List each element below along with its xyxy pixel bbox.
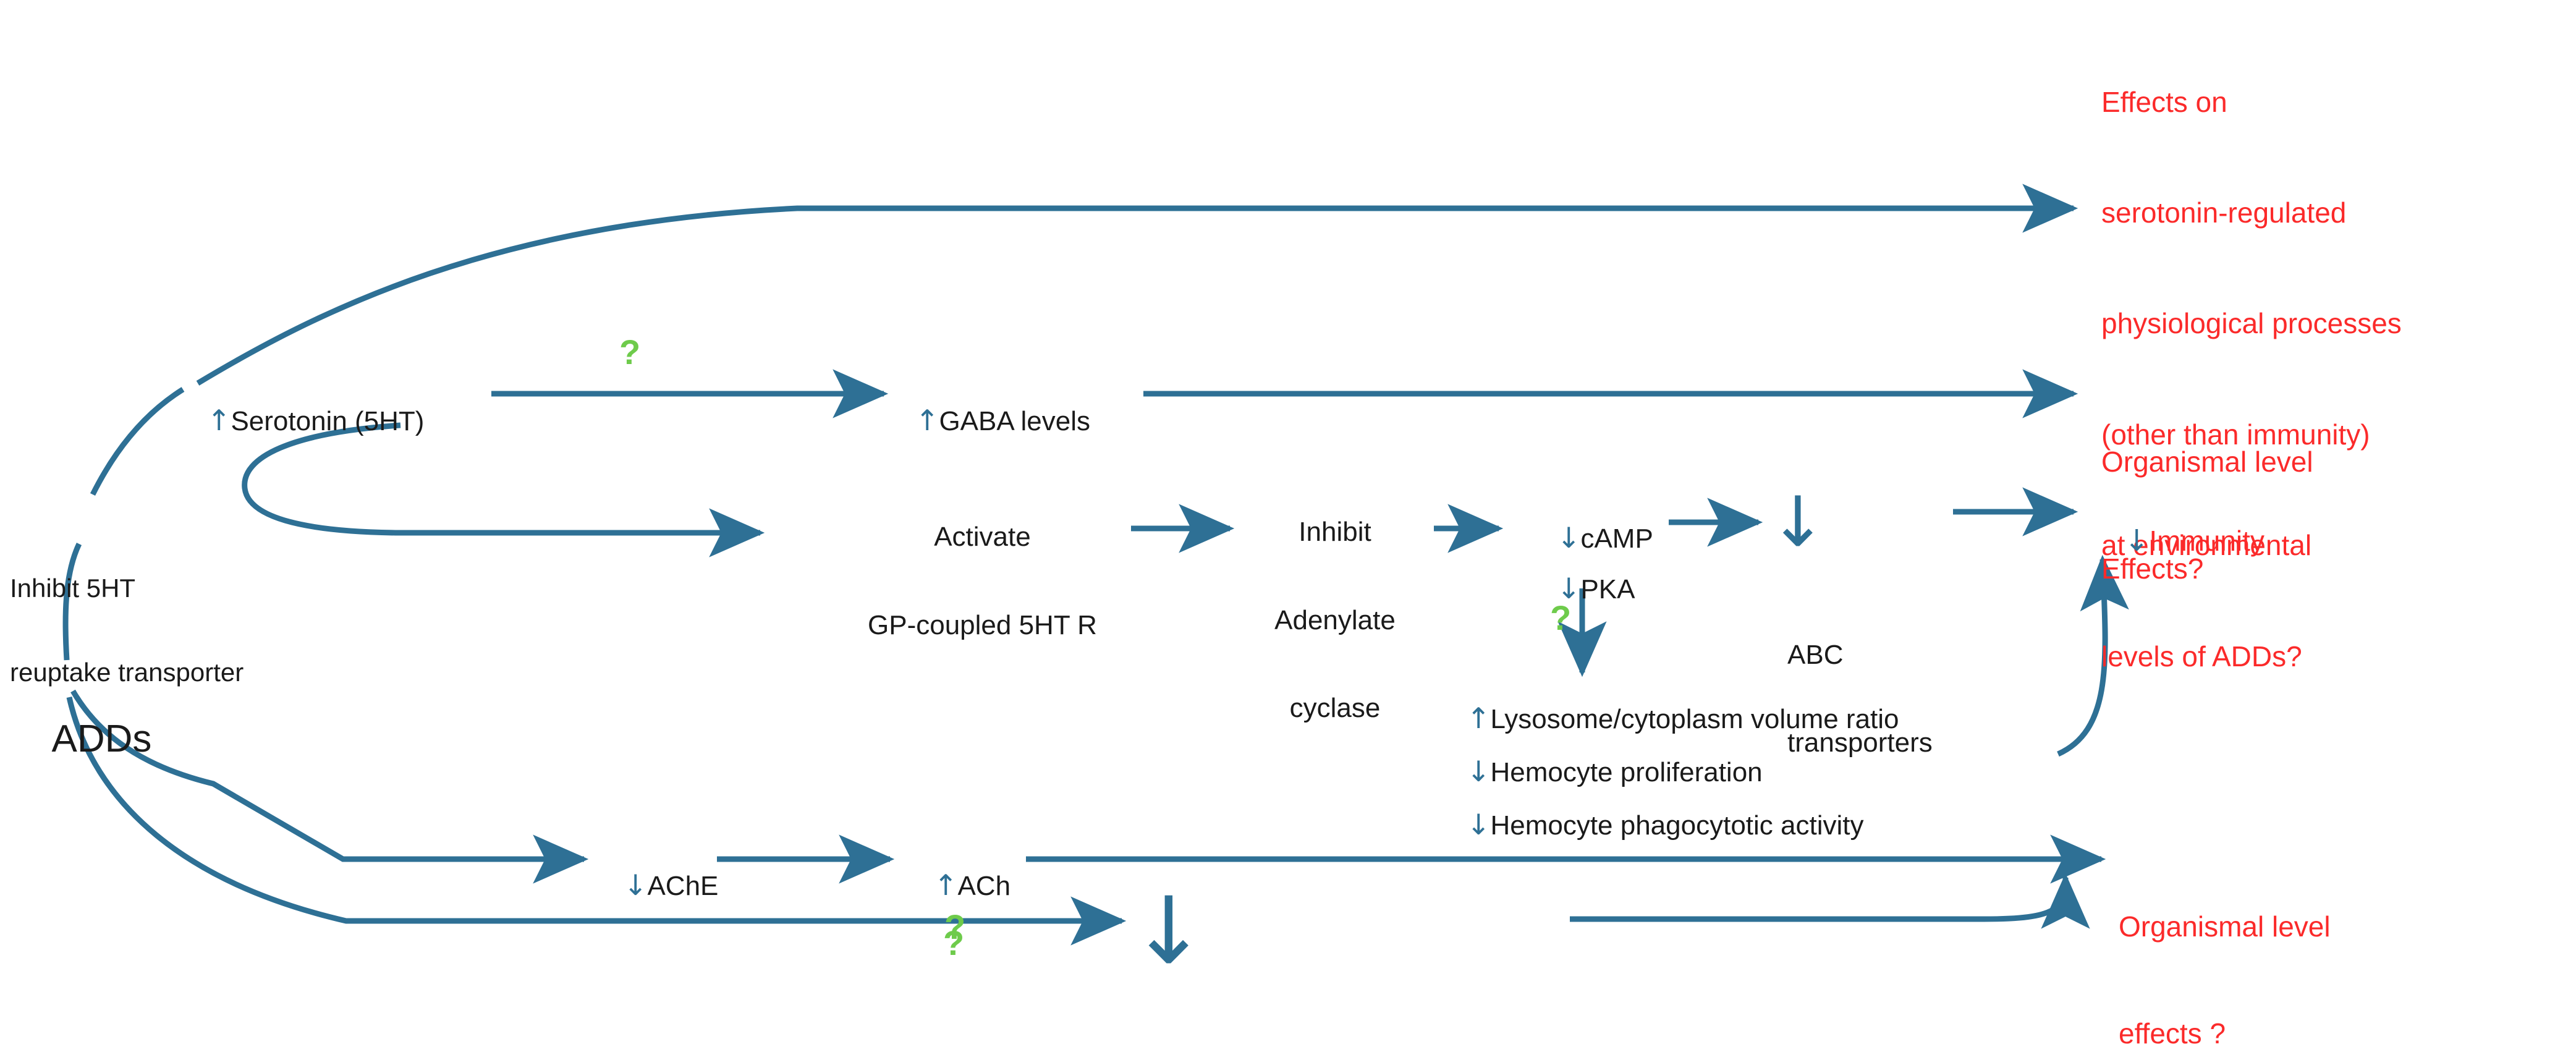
question-mark-adds-to-glutamate: ? — [944, 907, 966, 946]
node-inhibit-cyclase-line3: cyclase — [1289, 693, 1381, 724]
outcome-serotonin-physiological-effects[interactable]: Effects on serotonin-regulated physiolog… — [2101, 10, 2402, 749]
node-inhibit-transporter-line1: Inhibit 5HT — [10, 573, 136, 603]
outcome-physiological-line1: Effects on — [2101, 85, 2227, 118]
outcome-physiological-line5: at environmental — [2101, 529, 2312, 562]
node-activate-receptor-line1: Activate — [934, 522, 1031, 553]
increase-arrow-icon: ↑ — [206, 403, 231, 437]
edge-serotonin-to-physiological-effects — [196, 184, 2078, 386]
node-pka-label: PKA — [1580, 574, 1635, 604]
outcome-physiological-line2: serotonin-regulated — [2101, 196, 2347, 229]
outcome-organismal-lower-line1: Organismal level — [2119, 910, 2331, 943]
node-serotonin-label: Serotonin (5HT) — [231, 405, 425, 436]
node-inhibit-adenylate-cyclase[interactable]: Inhibit Adenylate cyclase — [1242, 459, 1428, 782]
node-ach-label: ACh — [957, 870, 1011, 901]
node-hemocyte-phagocytotic-label: Hemocyte phagocytotic activity — [1490, 810, 1864, 841]
increase-arrow-icon: ↑ — [915, 403, 939, 437]
edge-inhibit-transporter-to-serotonin — [90, 387, 185, 496]
node-inhibit-cyclase-line2: Adenylate — [1274, 604, 1396, 635]
node-serotonin[interactable]: ↑Serotonin (5HT) — [177, 376, 425, 465]
node-adds[interactable]: ADDs — [11, 677, 151, 802]
edge-glutamate-to-organismal-effects — [1570, 873, 2090, 929]
outcome-organismal-lower-line2: effects ? — [2119, 1017, 2226, 1049]
outcome-physiological-line6: levels of ADDs? — [2101, 640, 2302, 672]
node-abc-line2: transporters — [1787, 727, 1933, 758]
increase-arrow-icon: ↑ — [933, 868, 958, 902]
node-lysosome-label: Lysosome/cytoplasm volume ratio — [1490, 703, 1899, 734]
outcome-physiological-line4: (other than immunity) — [2101, 418, 2370, 451]
question-mark-ach-branch: ? — [943, 923, 965, 962]
node-activate-gp-coupled-5ht-receptor[interactable]: Activate GP-coupled 5HT R — [868, 464, 1097, 698]
node-inhibit-5ht-reuptake-transporter[interactable]: Inhibit 5HT reuptake transporter — [10, 518, 244, 742]
decrease-arrow-icon: ↓ — [1466, 807, 1491, 841]
outcome-immunity[interactable]: ↓Immunity — [2093, 494, 2265, 588]
outcome-physiological-line3: physiological processes — [2101, 307, 2402, 340]
node-glutamate-nmda-receptor-binding[interactable]: ↓ Glutamate NMDA-like receptor binding — [1130, 878, 1417, 1060]
node-camp[interactable]: ↓cAMP — [1527, 493, 1653, 583]
decrease-arrow-icon: ↓ — [623, 868, 648, 902]
outcome-organismal-level-effects-lower[interactable]: Organismal level effects ? — [2119, 838, 2331, 1060]
node-adds-label: ADDs — [51, 717, 152, 760]
decrease-arrow-icon: ↓ — [1769, 482, 1827, 562]
node-gaba-levels[interactable]: ↑GABA levels — [885, 376, 1090, 465]
node-pka[interactable]: ↓PKA — [1527, 544, 1635, 634]
decrease-arrow-icon: ↓ — [1556, 520, 1581, 554]
node-hemocyte-proliferation[interactable]: ↓Hemocyte proliferation — [1436, 727, 1763, 816]
node-gaba-label: GABA levels — [939, 405, 1091, 436]
node-lysosome-cytoplasm-ratio[interactable]: ↑Lysosome/cytoplasm volume ratio — [1436, 674, 1899, 763]
node-camp-label: cAMP — [1580, 523, 1653, 554]
node-inhibit-transporter-line2: reuptake transporter — [10, 657, 244, 687]
outcome-organismal-upper-line2: Effects? — [2101, 552, 2204, 585]
decrease-arrow-icon: ↓ — [1130, 878, 1208, 985]
outcome-organismal-upper-line1: Organismal level — [2101, 446, 2313, 478]
node-ach[interactable]: ↑ACh — [904, 841, 1010, 930]
decrease-arrow-icon: ↓ — [2124, 523, 2150, 558]
node-abc-line1: ABC — [1787, 639, 1844, 670]
outcome-immunity-label: Immunity — [2149, 524, 2265, 557]
node-abc-transporters[interactable]: ↓ ABC transporters — [1769, 482, 1933, 875]
node-ache-label: AChE — [647, 870, 719, 901]
question-mark-pka-to-hemocyte: ? — [1550, 598, 1572, 637]
node-activate-receptor-line2: GP-coupled 5HT R — [868, 609, 1097, 640]
node-hemocyte-phagocytotic-activity[interactable]: ↓Hemocyte phagocytotic activity — [1436, 780, 1864, 870]
increase-arrow-icon: ↑ — [1466, 701, 1491, 735]
edge-hemocyte-to-immunity-feedback — [2057, 554, 2129, 757]
node-ache[interactable]: ↓AChE — [593, 841, 719, 930]
node-inhibit-cyclase-line1: Inhibit — [1299, 517, 1371, 548]
decrease-arrow-icon: ↓ — [1466, 754, 1491, 788]
node-hemocyte-proliferation-label: Hemocyte proliferation — [1490, 757, 1763, 787]
question-mark-serotonin-to-gaba: ? — [619, 333, 641, 371]
outcome-organismal-level-effects-upper[interactable]: Organismal level Effects? — [2101, 373, 2313, 658]
decrease-arrow-icon: ↓ — [1556, 571, 1581, 605]
